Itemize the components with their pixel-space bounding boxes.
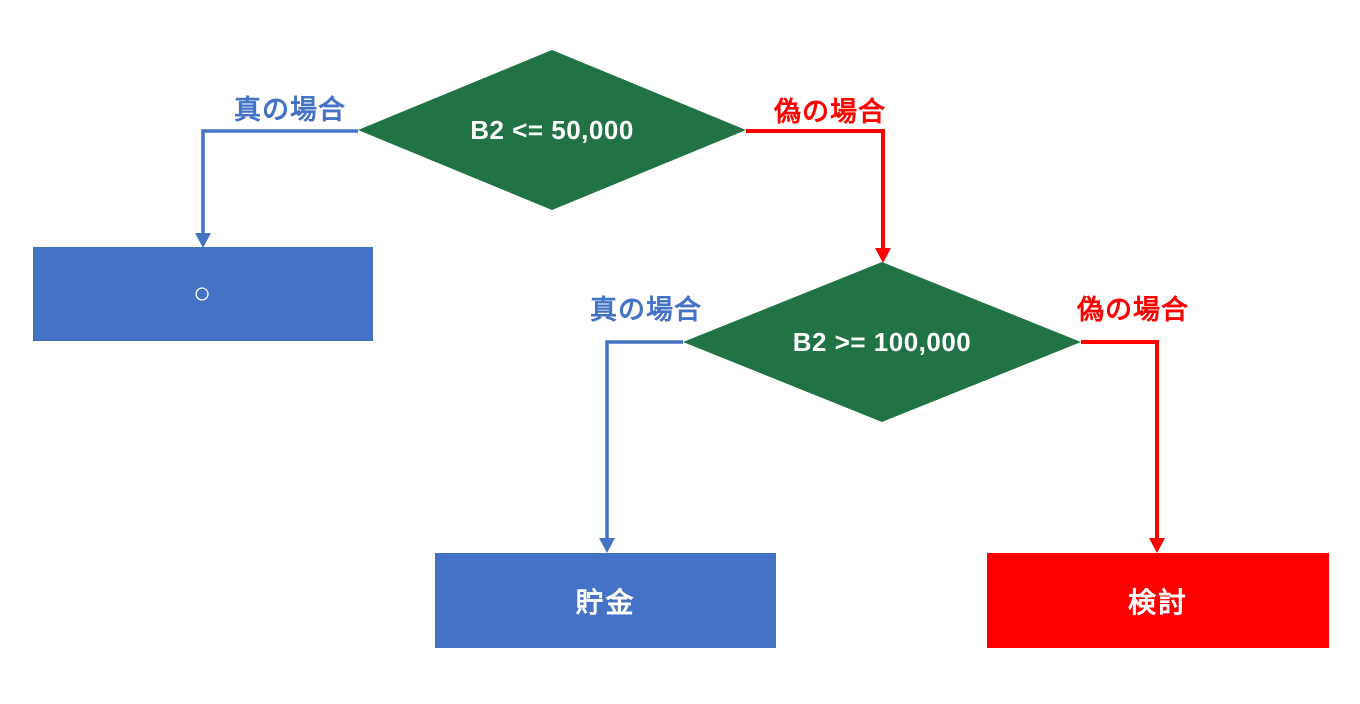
branch-label-true-1: 真の場合	[234, 95, 346, 125]
decision-node-1: B2 <= 50,000	[358, 50, 746, 210]
arrowhead-down-icon	[875, 248, 891, 263]
result-review-label: 検討	[1127, 586, 1188, 618]
true-branch-line-1	[201, 129, 358, 234]
arrowhead-down-icon	[599, 538, 615, 553]
result-savings-label: 貯金	[575, 586, 636, 618]
result-node-savings: 貯金	[435, 553, 776, 648]
decision-1-label: B2 <= 50,000	[470, 114, 634, 145]
decision-2-label: B2 >= 100,000	[792, 326, 972, 357]
branch-label-false-1: 偽の場合	[774, 97, 886, 127]
arrowhead-down-icon	[195, 233, 211, 248]
false-branch-line-2	[1081, 340, 1159, 539]
result-circle-label: ○	[192, 277, 214, 310]
branch-label-false-2: 偽の場合	[1077, 295, 1189, 325]
result-node-circle: ○	[33, 247, 373, 341]
branch-label-true-2: 真の場合	[590, 295, 702, 325]
result-node-review: 検討	[987, 553, 1329, 648]
decision-node-2: B2 >= 100,000	[683, 262, 1081, 422]
true-branch-line-2	[605, 340, 683, 539]
arrowhead-down-icon	[1149, 538, 1165, 553]
false-branch-line-1	[746, 129, 885, 249]
